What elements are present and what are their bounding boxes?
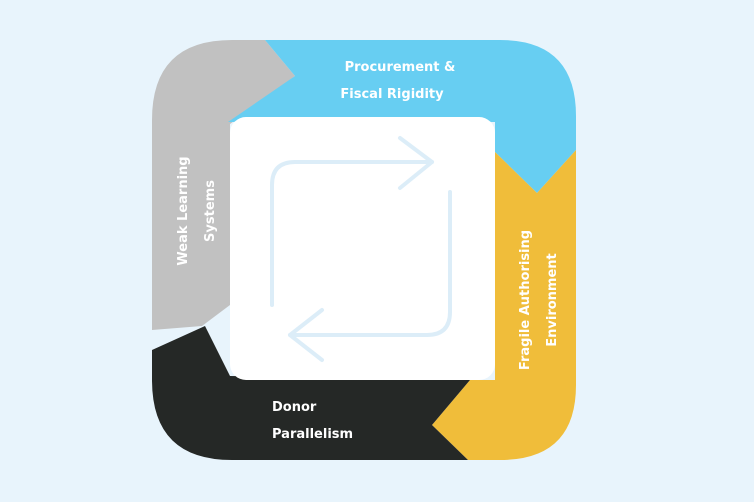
label-bottom: Donor Parallelism (272, 400, 353, 442)
label-top: Procurement & Fiscal Rigidity (340, 60, 455, 102)
segment-donor-parallelism (152, 326, 470, 460)
label-bottom-line1: Donor (272, 400, 317, 415)
segment-procurement-fiscal-rigidity (228, 40, 576, 193)
label-left-line2: Systems (203, 180, 218, 242)
center-panel (230, 117, 495, 380)
label-left: Weak Learning Systems (176, 156, 218, 265)
label-top-line2: Fiscal Rigidity (340, 87, 444, 102)
label-bottom-line2: Parallelism (272, 427, 353, 442)
segment-weak-learning-systems (152, 40, 295, 330)
label-top-line1: Procurement & (345, 60, 456, 75)
label-right-line2: Environment (545, 253, 560, 347)
cycle-arrows-icon (270, 136, 452, 362)
segment-fragile-authorising-environment (432, 150, 576, 460)
label-right-line1: Fragile Authorising (518, 230, 533, 370)
label-right: Fragile Authorising Environment (518, 230, 560, 370)
label-left-line1: Weak Learning (176, 156, 191, 265)
